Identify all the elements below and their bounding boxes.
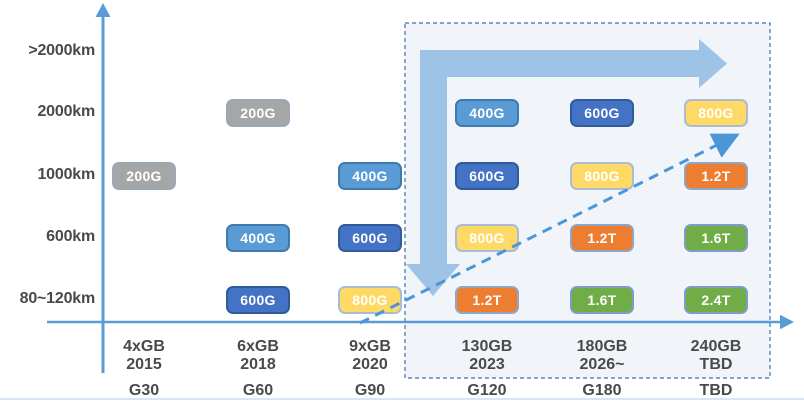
y-axis-label: 600km (46, 228, 95, 245)
y-axis-label: 1000km (37, 166, 95, 183)
y-axis-label: 2000km (37, 103, 95, 120)
y-axis-label: >2000km (28, 42, 95, 59)
capacity-badge: 1.2T (455, 286, 519, 314)
y-axis-label: 80~120km (19, 290, 96, 307)
x-axis-year-label: 2020 (352, 356, 388, 373)
x-axis-rate-label: 4xGB (123, 338, 165, 355)
generation-label: G30 (128, 382, 160, 399)
capacity-badge: 800G (338, 286, 402, 314)
generation-label: G180 (582, 382, 622, 399)
capacity-badge: 800G (570, 162, 634, 190)
capacity-badge: 600G (226, 286, 290, 314)
generation-label: G90 (354, 382, 386, 399)
x-axis-year-label: TBD (699, 356, 733, 373)
x-axis-rate-label: 180GB (576, 338, 628, 355)
x-axis-arrowhead-icon (780, 314, 794, 330)
capacity-badge: 400G (338, 162, 402, 190)
capacity-badge: 1.6T (684, 224, 748, 252)
capacity-badge: 200G (112, 162, 176, 190)
generation-label: G60 (242, 382, 274, 399)
capacity-badge: 600G (455, 162, 519, 190)
capacity-badge: 400G (455, 99, 519, 127)
x-axis-rate-label: 240GB (690, 338, 742, 355)
generation-label: G120 (467, 382, 507, 399)
generation-label: TBD (699, 382, 733, 399)
capacity-badge: 1.2T (570, 224, 634, 252)
capacity-badge: 600G (338, 224, 402, 252)
x-axis-rate-label: 130GB (461, 338, 513, 355)
x-axis-year-label: 2023 (469, 356, 505, 373)
capacity-badge: 400G (226, 224, 290, 252)
capacity-badge: 1.6T (570, 286, 634, 314)
capacity-badge: 1.2T (684, 162, 748, 190)
capacity-badge: 800G (684, 99, 748, 127)
x-axis-rate-label: 9xGB (349, 338, 391, 355)
x-axis-rate-label: 6xGB (237, 338, 279, 355)
capacity-badge: 800G (455, 224, 519, 252)
y-axis-arrowhead-icon (95, 3, 111, 17)
x-axis-year-label: 2015 (126, 356, 162, 373)
bottom-divider (0, 398, 804, 400)
capacity-badge: 200G (226, 99, 290, 127)
x-axis-year-label: 2018 (240, 356, 276, 373)
capacity-badge: 600G (570, 99, 634, 127)
x-axis-year-label: 2026~ (579, 356, 625, 373)
capacity-badge: 2.4T (684, 286, 748, 314)
